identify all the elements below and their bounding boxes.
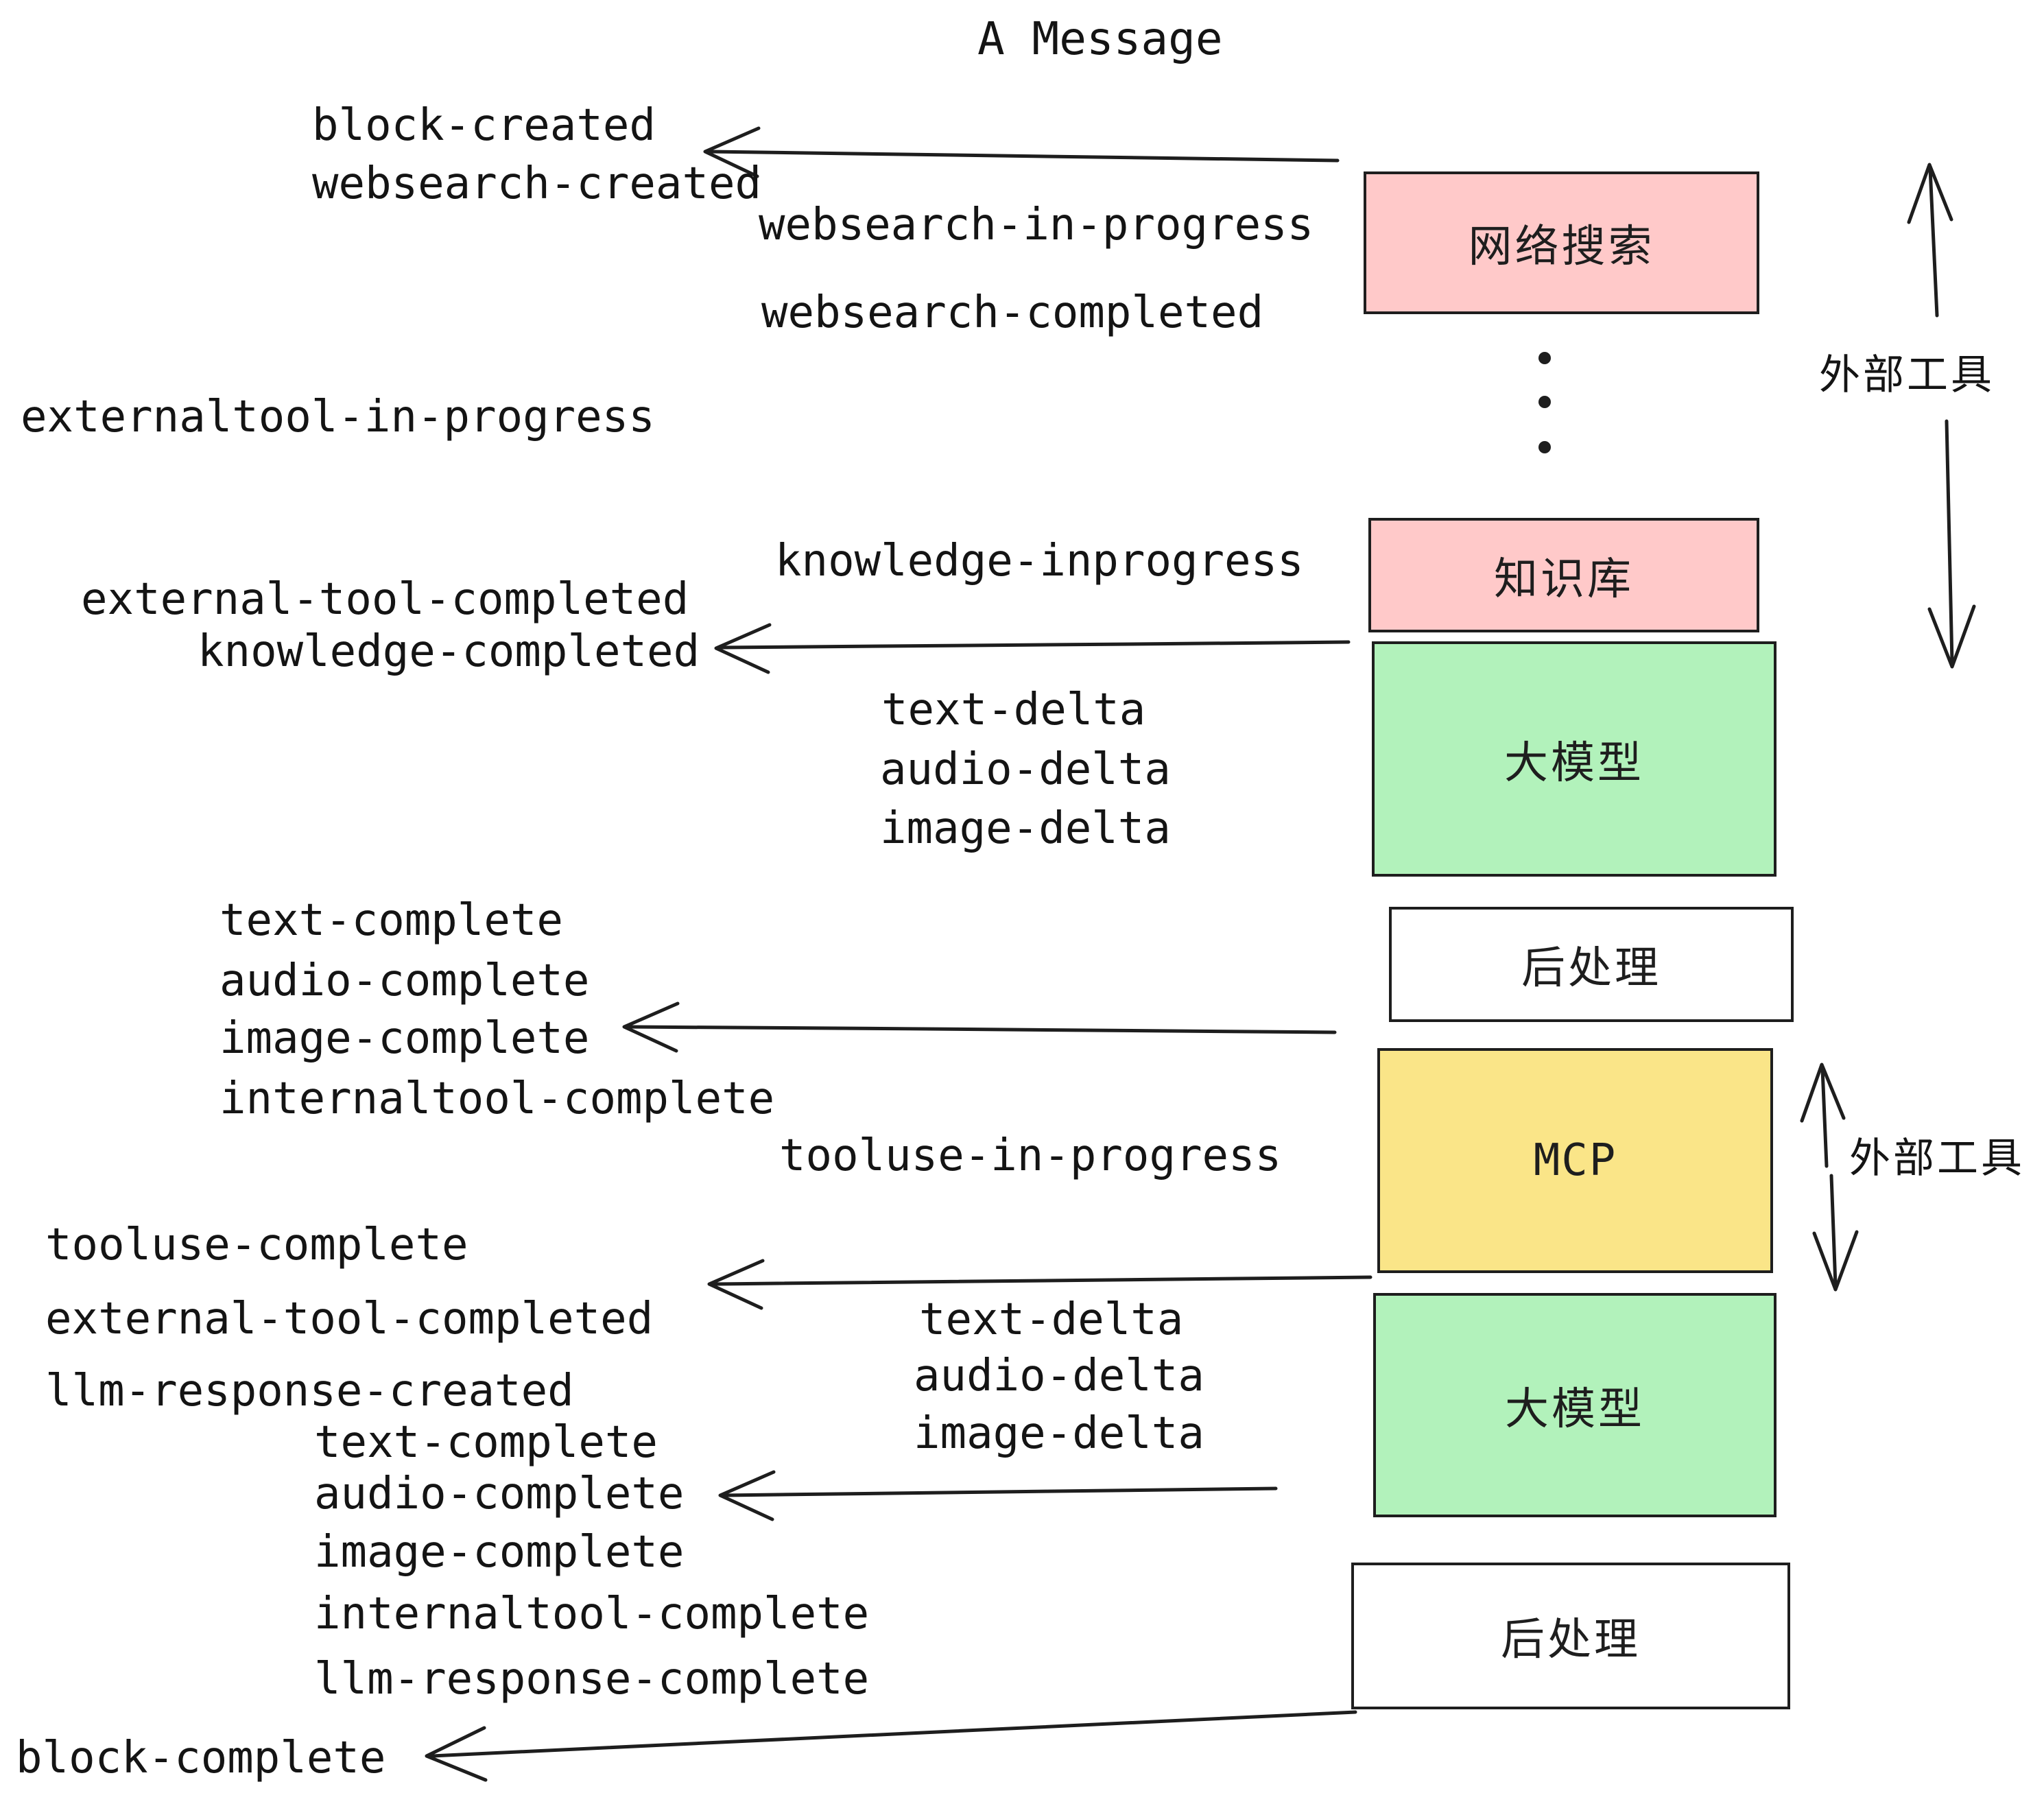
event-label-llm-response-complete: llm-response-complete xyxy=(314,1654,870,1705)
event-label-websearch-completed: websearch-completed xyxy=(761,287,1264,338)
event-label-llm-response-created: llm-response-created xyxy=(45,1366,574,1416)
event-label-externaltool-in-progress: externaltool-in-progress xyxy=(21,392,655,442)
box-post-process-1-label: 后处理 xyxy=(1521,943,1661,994)
event-label-block-complete: block-complete xyxy=(16,1733,386,1783)
arrow-internal-complete-1 xyxy=(622,1001,1337,1053)
arrow-block-complete xyxy=(425,1710,1357,1782)
event-label-text-complete-2: text-complete xyxy=(314,1417,658,1468)
side-label-external-tools-2: 外部工具 xyxy=(1849,1135,2025,1183)
event-label-internaltool-complete-2: internaltool-complete xyxy=(314,1589,870,1639)
event-label-block-created: block-created xyxy=(312,100,656,151)
box-llm-1-label: 大模型 xyxy=(1504,737,1644,789)
box-post-process-1: 后处理 xyxy=(1389,907,1794,1022)
event-label-tooluse-complete: tooluse-complete xyxy=(45,1220,468,1270)
event-label-audio-complete-2: audio-complete xyxy=(314,1469,685,1519)
arrow-knowledge-completed xyxy=(714,623,1351,674)
side-label-external-tools-1: 外部工具 xyxy=(1819,351,1995,399)
event-label-image-delta-2: image-delta xyxy=(914,1408,1204,1459)
box-post-process-2-label: 后处理 xyxy=(1501,1615,1641,1665)
event-label-image-complete-1: image-complete xyxy=(219,1013,590,1064)
box-mcp: MCP xyxy=(1377,1048,1773,1273)
event-label-websearch-created: websearch-created xyxy=(312,158,762,209)
event-label-knowledge-inprogress: knowledge-inprogress xyxy=(775,536,1304,586)
event-label-tooluse-in-progress: tooluse-in-progress xyxy=(779,1130,1282,1181)
box-knowledge-label: 知识库 xyxy=(1494,554,1634,605)
box-llm-2-label: 大模型 xyxy=(1505,1384,1645,1435)
event-label-knowledge-completed: knowledge-completed xyxy=(198,626,700,677)
arrow-external-tools-down-1 xyxy=(1927,419,1976,669)
arrow-external-tools-up-2 xyxy=(1800,1063,1846,1168)
box-llm-2: 大模型 xyxy=(1373,1293,1776,1517)
event-label-text-delta-2: text-delta xyxy=(919,1294,1184,1345)
arrow-external-tools-up-1 xyxy=(1907,163,1953,318)
event-label-external-tool-completed-2: external-tool-completed xyxy=(45,1294,654,1344)
box-llm-1: 大模型 xyxy=(1372,641,1776,877)
page-title: A Message xyxy=(977,12,1223,65)
event-label-audio-delta-1: audio-delta xyxy=(880,744,1171,795)
event-label-audio-complete-1: audio-complete xyxy=(219,956,590,1006)
event-label-internaltool-complete-1: internaltool-complete xyxy=(219,1073,775,1124)
event-label-text-delta-1: text-delta xyxy=(881,685,1146,735)
box-websearch: 网络搜索 xyxy=(1364,171,1759,314)
arrow-audio-complete-2 xyxy=(718,1470,1278,1521)
arrow-websearch-created xyxy=(703,126,1340,178)
box-mcp-label: MCP xyxy=(1533,1135,1617,1186)
ellipsis-dots xyxy=(1538,352,1551,453)
arrow-external-tools-down-2 xyxy=(1812,1174,1859,1292)
event-label-websearch-in-progress: websearch-in-progress xyxy=(759,200,1314,250)
box-knowledge: 知识库 xyxy=(1368,518,1759,632)
event-label-audio-delta-2: audio-delta xyxy=(914,1351,1204,1401)
event-label-external-tool-completed: external-tool-completed xyxy=(81,574,689,625)
event-label-text-complete-1: text-complete xyxy=(219,895,563,946)
event-label-image-delta-1: image-delta xyxy=(880,803,1171,854)
box-websearch-label: 网络搜索 xyxy=(1468,222,1655,272)
box-post-process-2: 后处理 xyxy=(1351,1563,1790,1709)
event-label-image-complete-2: image-complete xyxy=(314,1527,685,1578)
arrow-tooluse-complete xyxy=(707,1259,1372,1310)
